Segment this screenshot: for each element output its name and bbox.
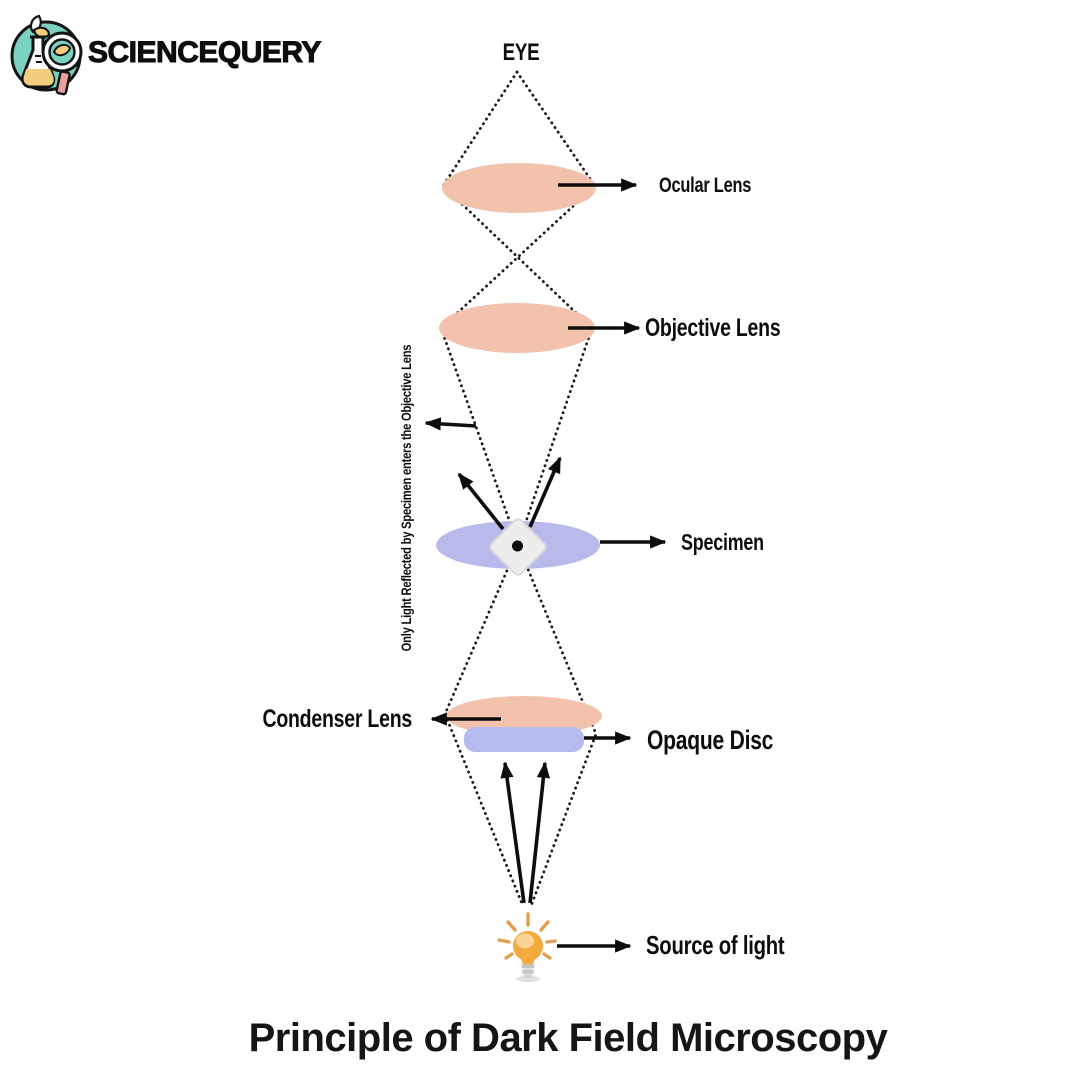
flask-magnifier-icon <box>10 14 83 96</box>
brand-header: SCIENCEQUERY <box>0 0 420 110</box>
label-eye: EYE <box>502 39 540 66</box>
arrow-reflected-note <box>424 417 477 431</box>
bulb-base-tip <box>524 974 532 978</box>
label-condenser-lens: Condenser Lens <box>262 705 412 733</box>
label-opaque-disc: Opaque Disc <box>647 725 774 755</box>
light-ray-left <box>441 70 594 908</box>
bulb-base-mid <box>522 969 534 974</box>
label-ocular-lens: Ocular Lens <box>659 174 752 197</box>
bulb-base-top <box>521 964 535 969</box>
lightbulb-icon <box>497 912 557 983</box>
specimen-focal-point <box>512 540 523 552</box>
bulb-rays <box>497 912 557 960</box>
logo-leaf-yellow <box>32 26 51 39</box>
page-title: Principle of Dark Field Microscopy <box>248 1016 888 1060</box>
condenser-lens-shape <box>446 696 602 736</box>
arrow-reflected-left <box>457 472 505 531</box>
bulb-highlight <box>516 933 534 949</box>
light-ray-right <box>439 70 598 908</box>
opaque-disc-shape <box>464 727 584 752</box>
ocular-lens-shape <box>442 163 596 213</box>
objective-lens-shape <box>439 303 595 353</box>
logo-magnifier-leaf <box>52 43 72 57</box>
bulb-shadow <box>516 975 540 983</box>
bulb-neck <box>521 958 535 965</box>
arrow-reflected-right <box>528 456 562 528</box>
label-reflected-light-note: Only Light Reflected by Specimen enters … <box>398 344 414 652</box>
light-path-dotted-rays <box>439 70 598 908</box>
arrow-light-up-right <box>528 761 550 904</box>
annotation-arrows <box>424 178 667 953</box>
label-objective-lens: Objective Lens <box>645 314 781 342</box>
logo-flask-liquid <box>23 69 54 86</box>
label-source-of-light: Source of light <box>646 930 785 960</box>
label-specimen: Specimen <box>681 529 764 555</box>
arrow-light-up-left <box>500 761 526 904</box>
brand-name: SCIENCEQUERY <box>88 36 322 69</box>
